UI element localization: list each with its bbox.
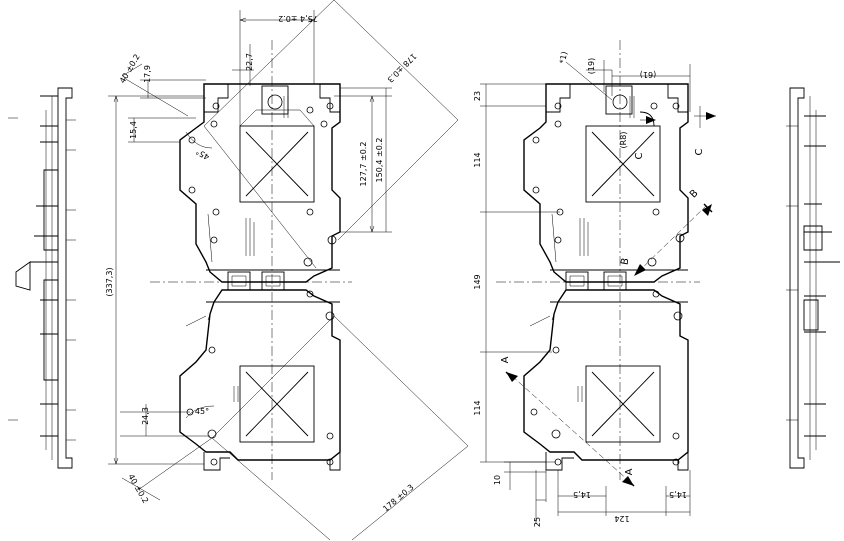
dim-40-bottom: 40 ±0.2 <box>126 473 150 505</box>
section-label-c-large: C <box>694 148 705 155</box>
dim-23: 23 <box>473 91 482 101</box>
note-1: *1) <box>558 51 569 65</box>
front-view-dimension-lines <box>108 0 469 541</box>
section-label-a-left: A <box>500 356 511 363</box>
dim-19: (19) <box>587 58 596 74</box>
dim-150-4: 150,4 ±0.2 <box>375 138 384 183</box>
dim-24-3: 24,3 <box>141 407 150 425</box>
dim-10: 10 <box>493 475 502 485</box>
dim-114-bottom: 114 <box>473 400 482 415</box>
dim-r8: (R8) <box>619 132 628 149</box>
dim-149: 149 <box>473 274 482 289</box>
right-view <box>496 40 700 480</box>
section-label-a-bottom: A <box>624 468 635 475</box>
section-labels: A A B B C C <box>500 148 705 475</box>
right-view-dimension-lines <box>480 60 716 524</box>
dim-40-top: 40 ±0.2 <box>118 53 142 85</box>
section-label-c-small: C <box>634 152 645 159</box>
section-label-b-right: B <box>688 188 701 201</box>
section-label-b-left: B <box>620 257 632 266</box>
dim-14-5-right: 14,5 <box>669 490 687 499</box>
dim-45-bottom: 45° <box>195 407 209 416</box>
dim-45-top: 45° <box>194 147 211 162</box>
dim-178-top: 178 ±0.3 <box>385 51 418 84</box>
dim-22-7: 22,7 <box>245 53 254 71</box>
dim-14-5-left: 14,5 <box>573 490 591 499</box>
left-side-profile <box>8 87 76 469</box>
dim-17-9: 17,9 <box>143 65 152 83</box>
dim-124: 124 <box>614 514 629 523</box>
dim-178-bottom: 178 ±0.3 <box>381 483 415 514</box>
dim-75-4: 75,4 ±0.2 <box>278 14 318 23</box>
dim-25: 25 <box>533 517 542 527</box>
right-view-dimension-text: *1) (19) (61) 23 (R8) 114 149 114 10 25 … <box>473 51 687 527</box>
dim-114-top: 114 <box>473 152 482 167</box>
right-side-profile <box>786 87 840 469</box>
dim-15-4: 15,4 <box>129 121 138 139</box>
front-view <box>150 40 352 480</box>
dim-337-3: (337,3) <box>105 267 114 296</box>
dim-127-7: 127,7 ±0.2 <box>359 142 368 187</box>
dim-61: (61) <box>640 70 656 79</box>
